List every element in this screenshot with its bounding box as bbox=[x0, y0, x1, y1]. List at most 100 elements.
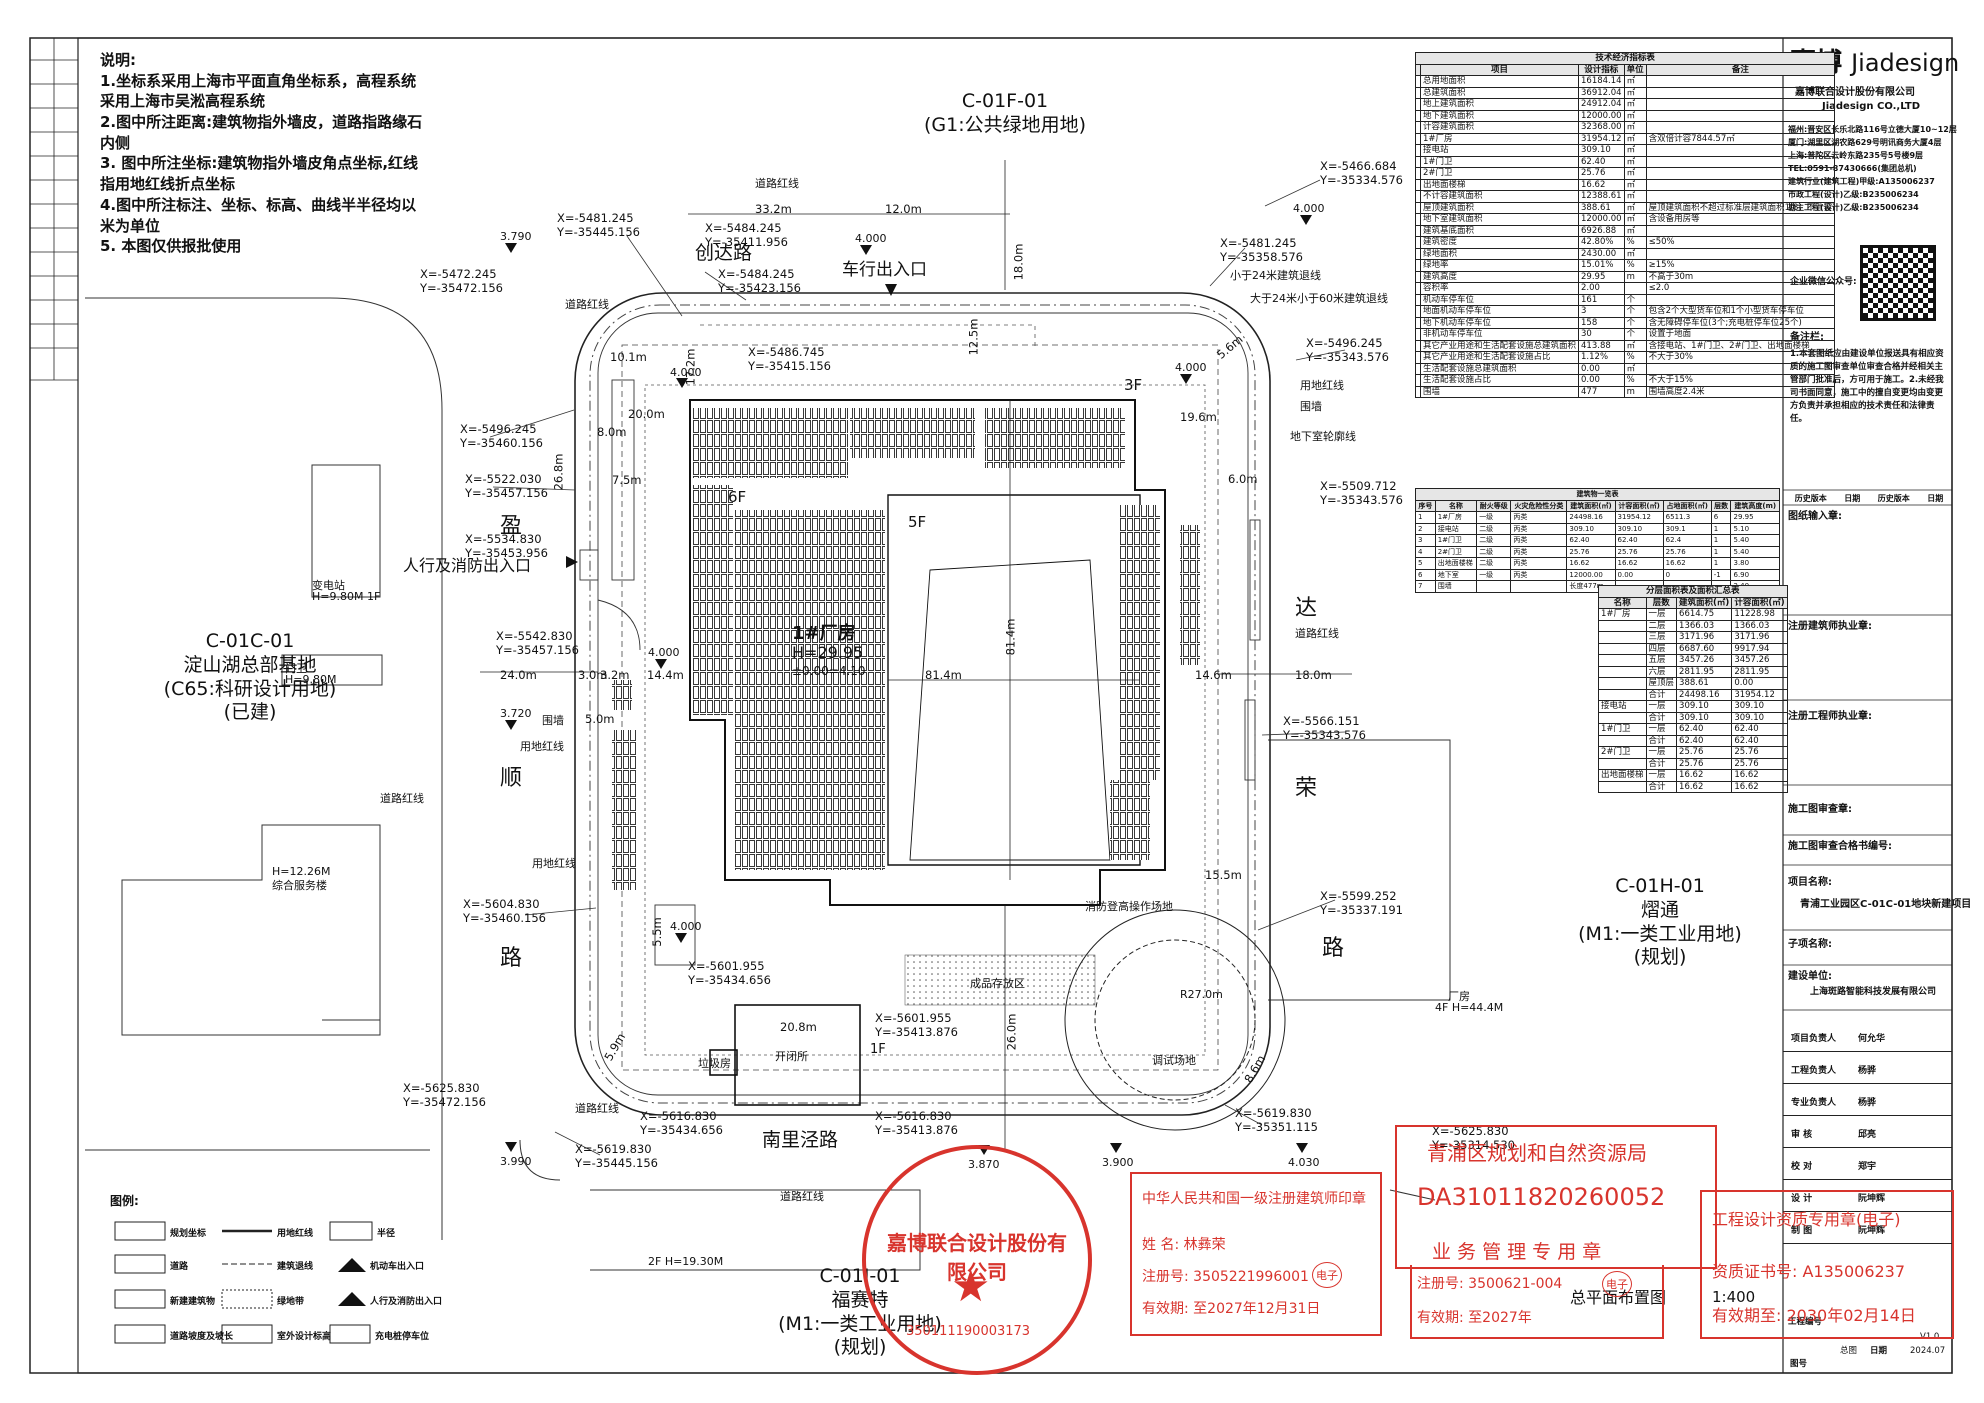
land-red-line-label: 用地红线 bbox=[532, 857, 576, 870]
table-header-row: 序号名称耐火等级火灾危险性分类建筑面积(㎡)计容面积(㎡)占地面积(㎡)层数建筑… bbox=[1415, 499, 1780, 512]
floor-label: 6F bbox=[728, 488, 747, 506]
vehicle-entrance-label: 车行出入口 bbox=[842, 260, 927, 280]
land-red-line-label: 用地红线 bbox=[1300, 379, 1344, 392]
signature-roles: 项目负责人何允华工程负责人杨骅专业负责人杨骅审 核邱亮校 对郑宇设 计阮坤辉制 … bbox=[1783, 1020, 1952, 1244]
dimension-label: 5.5m bbox=[649, 917, 664, 947]
legend-item: 规划坐标 bbox=[170, 1229, 207, 1239]
star-icon: ★ bbox=[951, 1261, 991, 1312]
factory-elevation: ±0.00=4.10 bbox=[792, 664, 866, 678]
zone-west: C-01C-01 淀山湖总部基地 (C65:科研设计用地) (已建) bbox=[163, 630, 337, 724]
role-name: 杨骅 bbox=[1858, 1098, 1877, 1108]
dimension-label: 26.8m bbox=[551, 453, 566, 491]
road-west-char: 路 bbox=[500, 946, 523, 971]
project-label: 项目名称: bbox=[1788, 877, 1832, 888]
table-header-row: 名称层数建筑面积(㎡)计容面积(㎡) bbox=[1598, 596, 1788, 609]
dimension-label: 19.6m bbox=[1180, 410, 1217, 424]
dimension-label: 10.1m bbox=[610, 350, 647, 364]
elevation-mark: 3.990 bbox=[500, 1155, 532, 1168]
dimension-label: 20.8m bbox=[780, 1020, 817, 1034]
dimension-label: 8.0m bbox=[597, 425, 627, 439]
role-title: 校 对 bbox=[1791, 1162, 1813, 1172]
role-name: 阮坤辉 bbox=[1858, 1226, 1886, 1236]
reg-arch-label: 注册建筑师执业章: bbox=[1788, 621, 1872, 632]
setback-label: 小于24米建筑退线 bbox=[1230, 269, 1321, 282]
bureau-seal: 青浦区规划和自然资源局 DA31011820260052 业 务 管 理 专 用… bbox=[1395, 1125, 1717, 1269]
role-name: 阮坤辉 bbox=[1858, 1194, 1886, 1204]
zone-north: C-01F-01 (G1:公共绿地用地) bbox=[923, 90, 1087, 136]
floor-label: 1F bbox=[870, 1042, 886, 1057]
date: 2024.07 bbox=[1910, 1346, 1946, 1356]
elevation-mark: 3.900 bbox=[1102, 1156, 1134, 1169]
drawing-scale: 1:400 bbox=[1712, 1288, 1756, 1306]
elevation-mark: 4.000 bbox=[670, 366, 702, 379]
review-cert-label: 施工图审查合格书编号: bbox=[1788, 841, 1892, 852]
staging-area-label: 成品存放区 bbox=[970, 977, 1025, 990]
role-name: 杨骅 bbox=[1858, 1066, 1877, 1076]
road-red-line-label: 道路红线 bbox=[380, 792, 424, 805]
note-item: 2.图中所注距离:建筑物指外墙皮，道路指路缘石内侧 bbox=[100, 113, 423, 152]
garbage-room-label: 垃圾房 bbox=[698, 1057, 731, 1070]
dimension-label: 14.6m bbox=[1195, 668, 1232, 682]
role-title: 审 核 bbox=[1791, 1130, 1813, 1140]
date-label: 日期 bbox=[1870, 1346, 1888, 1356]
dimension-label: 33.2m bbox=[755, 202, 792, 216]
road-east-char: 荣 bbox=[1295, 776, 1318, 801]
road-west-char: 顺 bbox=[500, 766, 523, 791]
road-red-line-label: 道路红线 bbox=[565, 298, 609, 311]
role-row: 专业负责人杨骅 bbox=[1783, 1084, 1952, 1116]
dimension-label: 81.4m bbox=[1003, 618, 1018, 656]
note-item: 4.图中所注标注、坐标、标高、曲线半半径均以米为单位 bbox=[100, 195, 417, 235]
drawing-name: 总平面布置图 bbox=[1570, 1288, 1667, 1307]
floor-label: 5F bbox=[908, 513, 927, 531]
role-row: 校 对郑宇 bbox=[1783, 1148, 1952, 1180]
role-row: 项目负责人何允华 bbox=[1783, 1020, 1952, 1052]
road-east-char: 达 bbox=[1295, 596, 1318, 621]
substation-label: 变电站 bbox=[312, 579, 345, 592]
legend-item: 半径 bbox=[377, 1229, 396, 1239]
legend-title: 图例: bbox=[110, 1194, 139, 1208]
road-red-line-label: 道路红线 bbox=[1295, 627, 1339, 640]
factory-label: 1#厂房 bbox=[792, 623, 856, 644]
work-no-label: 工程编号 bbox=[1788, 1317, 1823, 1327]
plot-stamp-label: 图纸输入章: bbox=[1788, 511, 1842, 522]
fire-lane-label: 消防登高操作场地 bbox=[1085, 900, 1173, 913]
table-header-row: 项目设计指标单位备注 bbox=[1415, 63, 1836, 76]
floor-label: 3F bbox=[1124, 376, 1143, 394]
bureau-reg: 注册号: 3500621-004 有效期: 至2027年 电子 bbox=[1410, 1265, 1664, 1339]
notes-heading: 说明: bbox=[100, 51, 136, 69]
qualification-seal: 工程设计资质专用章(电子) 资质证书号: A135006237 有效期至: 20… bbox=[1700, 1190, 1954, 1339]
qr-code-icon bbox=[1860, 245, 1936, 321]
underground-line-label: 地下室轮廓线 bbox=[1290, 430, 1356, 443]
complex-height: H=12.26M bbox=[272, 865, 331, 878]
dimension-label: 3.2m bbox=[600, 668, 630, 682]
land-red-line-label: 用地红线 bbox=[520, 740, 564, 753]
note-item: 5. 本图仅供报批使用 bbox=[100, 237, 242, 256]
elevation-mark: 4.000 bbox=[670, 920, 702, 933]
